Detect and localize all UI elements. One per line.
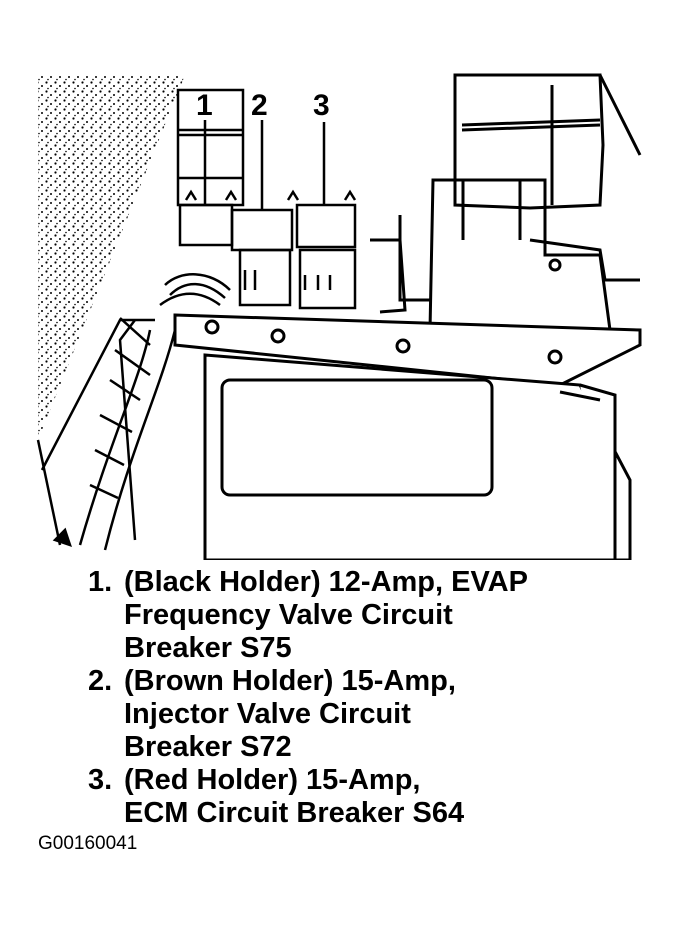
holder-2 bbox=[230, 208, 294, 252]
mounting-bar bbox=[173, 313, 642, 387]
holder-3 bbox=[295, 203, 357, 249]
legend-number-1: 1. bbox=[88, 566, 113, 598]
callout-1: 1 bbox=[196, 89, 213, 122]
legend: 1. (Black Holder) 12-Amp, EVAP Frequency… bbox=[88, 566, 658, 830]
fuse-holder-illustration: 1 2 3 bbox=[36, 73, 642, 560]
stippled-panel bbox=[38, 75, 185, 440]
callout-3: 3 bbox=[313, 89, 330, 122]
legend-line: ECM Circuit Breaker S64 bbox=[124, 797, 465, 829]
legend-item-1: 1. (Black Holder) 12-Amp, EVAP Frequency… bbox=[88, 566, 658, 665]
legend-item-3: 3. (Red Holder) 15-Amp, ECM Circuit Brea… bbox=[88, 764, 658, 830]
cover-box bbox=[453, 73, 642, 210]
control-module bbox=[203, 353, 632, 560]
legend-number-2: 2. bbox=[88, 665, 113, 697]
legend-line: Frequency Valve Circuit bbox=[124, 599, 453, 631]
legend-number-3: 3. bbox=[88, 764, 113, 796]
legend-item-2: 2. (Brown Holder) 15-Amp, Injector Valve… bbox=[88, 665, 658, 764]
wire-harness bbox=[36, 273, 231, 551]
legend-line: (Red Holder) 15-Amp, bbox=[124, 764, 421, 796]
legend-line: (Black Holder) 12-Amp, EVAP bbox=[124, 566, 528, 598]
legend-line: Injector Valve Circuit bbox=[124, 698, 411, 730]
callout-2: 2 bbox=[251, 89, 268, 122]
legend-line: Breaker S75 bbox=[124, 632, 292, 664]
legend-line: (Brown Holder) 15-Amp, bbox=[124, 665, 456, 697]
figure-code: G00160041 bbox=[38, 833, 138, 854]
fuse-holders bbox=[176, 88, 357, 310]
legend-line: Breaker S72 bbox=[124, 731, 292, 763]
holder-1 bbox=[178, 203, 234, 247]
